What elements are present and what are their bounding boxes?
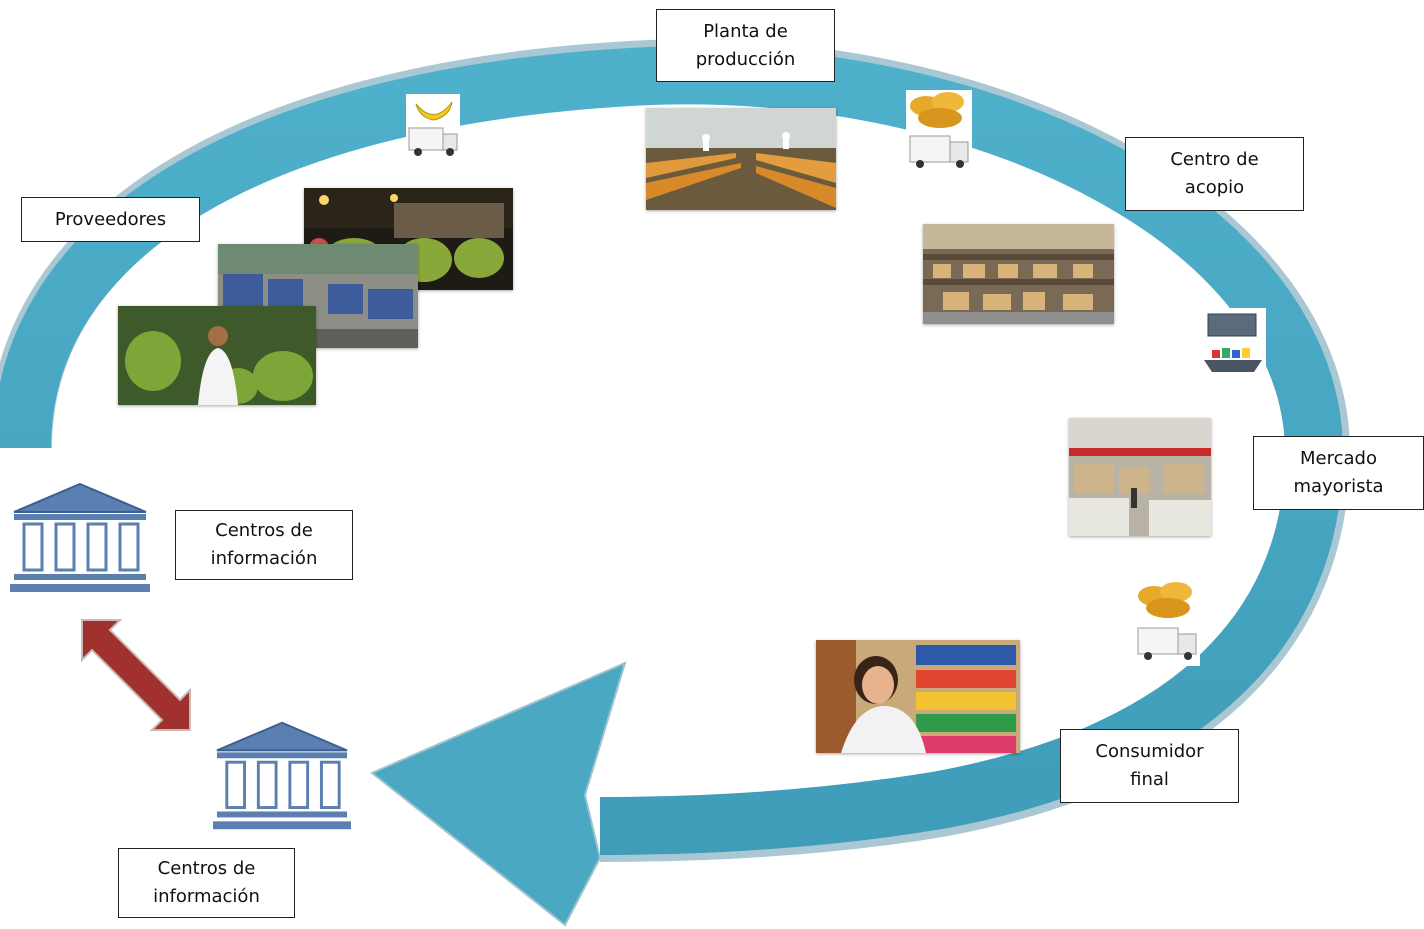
centros-info-label-2: Centros de información xyxy=(118,848,295,918)
consumidor-label: Consumidor final xyxy=(1060,729,1239,803)
mercado-label: Mercado mayorista xyxy=(1253,436,1424,510)
ship-icon xyxy=(1200,308,1266,380)
planta-label: Planta de producción xyxy=(656,9,835,82)
chips-truck-icon xyxy=(906,90,972,174)
chips-truck-icon xyxy=(1134,580,1200,666)
double-arrow-icon xyxy=(81,619,191,731)
banana-truck-icon xyxy=(406,94,460,160)
warehouse-photo xyxy=(923,224,1114,324)
building-icon xyxy=(213,721,351,830)
consumer-photo xyxy=(816,640,1020,753)
production-plant-photo xyxy=(646,108,836,210)
centros-info-label-1: Centros de información xyxy=(175,510,353,580)
building-icon xyxy=(10,482,150,592)
centro-acopio-label: Centro de acopio xyxy=(1125,137,1304,211)
supermarket-photo xyxy=(1069,418,1211,536)
proveedores-label: Proveedores xyxy=(21,197,200,242)
supplier-bananas-photo xyxy=(118,306,316,405)
